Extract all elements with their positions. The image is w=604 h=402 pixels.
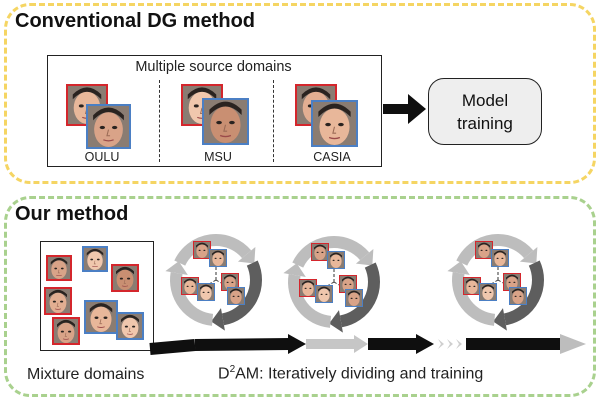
cluster-face [181,277,199,295]
cluster-face [345,289,363,307]
mixture-domains-label: Mixture domains [27,366,145,383]
conventional-dg-title: Conventional DG method [15,10,255,32]
d2am-d: D [218,365,230,383]
cycle-arc-dark [221,260,262,326]
cycle-arc-dark [339,262,380,328]
oulu-face-front [86,104,131,149]
cluster-face [339,275,357,293]
our-method-title: Our method [15,203,129,225]
cycle-arc-light [288,274,332,328]
cluster-face [221,273,239,291]
conventional-dg-panel [4,3,596,184]
cluster-face [227,287,245,305]
main-arrow-head [288,334,306,354]
mixture-face [52,317,80,345]
d2am-caption: D2AM: Iteratively dividing and training [218,364,483,383]
main-arrow-segment [149,339,196,355]
cycle-arc-light [292,236,370,268]
mixture-face [82,246,108,272]
cluster-face [479,283,497,301]
cycle-arc-light [174,234,252,266]
model-training-box: Model training [428,78,542,145]
domain-label-casia: CASIA [313,150,351,164]
source-domains-label: Multiple source domains [135,59,292,75]
cluster-face [299,279,317,297]
cycle-arc-light-head [283,263,306,278]
cycle-arc-dark-head [211,308,225,331]
main-arrow-head [560,334,586,354]
d2am-superscript: 2 [229,364,236,375]
casia-face-front [311,100,358,147]
cycle-arc-light-head [237,246,256,264]
cluster-face [463,277,481,295]
domain-divider [273,80,274,162]
msu-face-front [202,98,249,145]
mixture-face [44,287,72,315]
domain-label-msu: MSU [204,150,232,164]
cluster-face [327,251,345,269]
dotted-link-chevron [447,339,453,349]
cluster-face [193,241,211,259]
mixture-face [84,300,118,334]
cluster-face [509,287,527,305]
cluster-face [315,285,333,303]
mixture-face [116,312,144,340]
domain-label-oulu: OULU [84,150,120,164]
model-training-label: Model training [457,90,513,133]
cycle-arc-dark-head [329,310,343,333]
d2am-rest: AM: Iteratively dividing and training [235,365,484,383]
cycle-arc-light-head [355,248,374,266]
cycle-arc-dark-head [493,308,507,331]
cycle-arc-light [452,272,496,326]
cluster-face [209,249,227,267]
cycle-arc-light-head [447,261,470,276]
cluster-face [491,249,509,267]
dotted-link-chevron [438,339,444,349]
cycle-arc-light-head [165,261,188,276]
main-arrow-segment [194,338,291,351]
our-method-panel [4,196,596,397]
cycle-arc-light-head [519,246,538,264]
cycle-arc-light [456,234,534,266]
cycle-arc-dark [503,260,544,326]
domain-divider [159,80,160,162]
mixture-face [46,255,72,281]
mixture-face [111,264,139,292]
cluster-face [197,283,215,301]
main-arrow-head [354,335,368,353]
cluster-face [311,243,329,261]
cycle-arc-light [170,272,214,326]
dotted-link-chevron [456,339,462,349]
main-arrow-head [416,334,434,354]
cluster-face [475,241,493,259]
